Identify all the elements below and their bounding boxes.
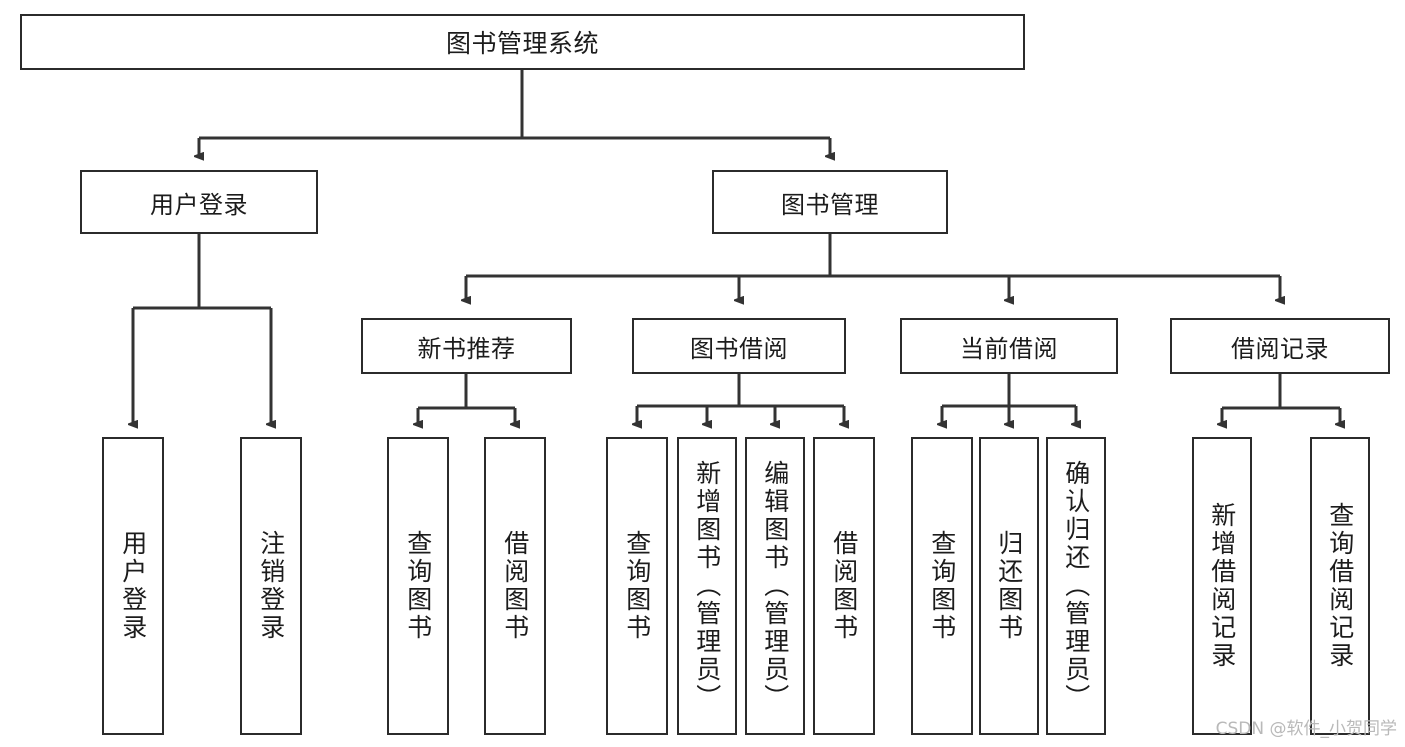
leaf-record-add-record-label: 新增借阅记录 (1207, 502, 1237, 670)
leaf-record-query-record-label: 查询借阅记录 (1325, 502, 1355, 670)
node-current-borrow-label: 当前借阅 (960, 334, 1058, 363)
node-book-borrow-label: 图书借阅 (690, 334, 788, 363)
leaf-borrow-edit-book[interactable]: 编辑图书（管理员） (745, 437, 805, 735)
node-book-borrow[interactable]: 图书借阅 (632, 318, 846, 374)
node-current-borrow[interactable]: 当前借阅 (900, 318, 1118, 374)
leaf-current-return-book-label: 归还图书 (994, 530, 1024, 642)
leaf-recommend-borrow-book-label: 借阅图书 (500, 530, 530, 642)
node-new-book-recommend[interactable]: 新书推荐 (361, 318, 572, 374)
leaf-current-query-book-label: 查询图书 (927, 530, 957, 642)
leaf-recommend-borrow-book[interactable]: 借阅图书 (484, 437, 546, 735)
node-new-book-recommend-label: 新书推荐 (417, 334, 516, 363)
node-borrow-record[interactable]: 借阅记录 (1170, 318, 1390, 374)
leaf-current-return-book[interactable]: 归还图书 (979, 437, 1039, 735)
node-book-management[interactable]: 图书管理 (712, 170, 948, 234)
leaf-borrow-query-book[interactable]: 查询图书 (606, 437, 668, 735)
node-user-login-label: 用户登录 (150, 190, 248, 219)
leaf-user-login-login[interactable]: 用户登录 (102, 437, 164, 735)
leaf-recommend-query-book[interactable]: 查询图书 (387, 437, 449, 735)
leaf-current-confirm-return-label: 确认归还（管理员） (1061, 460, 1091, 712)
leaf-borrow-add-book-label: 新增图书（管理员） (692, 460, 722, 712)
leaf-record-add-record[interactable]: 新增借阅记录 (1192, 437, 1252, 735)
leaf-current-confirm-return[interactable]: 确认归还（管理员） (1046, 437, 1106, 735)
leaf-recommend-query-book-label: 查询图书 (403, 530, 433, 642)
leaf-user-login-logout[interactable]: 注销登录 (240, 437, 302, 735)
node-user-login[interactable]: 用户登录 (80, 170, 318, 234)
leaf-borrow-edit-book-label: 编辑图书（管理员） (760, 460, 790, 712)
node-root[interactable]: 图书管理系统 (20, 14, 1025, 70)
leaf-borrow-borrow-book[interactable]: 借阅图书 (813, 437, 875, 735)
leaf-borrow-borrow-book-label: 借阅图书 (829, 530, 859, 642)
node-root-label: 图书管理系统 (445, 29, 599, 58)
node-book-management-label: 图书管理 (781, 190, 879, 219)
leaf-current-query-book[interactable]: 查询图书 (911, 437, 973, 735)
leaf-user-login-logout-label: 注销登录 (256, 530, 286, 642)
leaf-borrow-query-book-label: 查询图书 (622, 530, 652, 642)
leaf-record-query-record[interactable]: 查询借阅记录 (1310, 437, 1370, 735)
leaf-borrow-add-book[interactable]: 新增图书（管理员） (677, 437, 737, 735)
leaf-user-login-login-label: 用户登录 (118, 530, 148, 642)
csdn-watermark: CSDN @软件_小贺同学 (1215, 719, 1397, 739)
node-borrow-record-label: 借阅记录 (1231, 334, 1329, 363)
